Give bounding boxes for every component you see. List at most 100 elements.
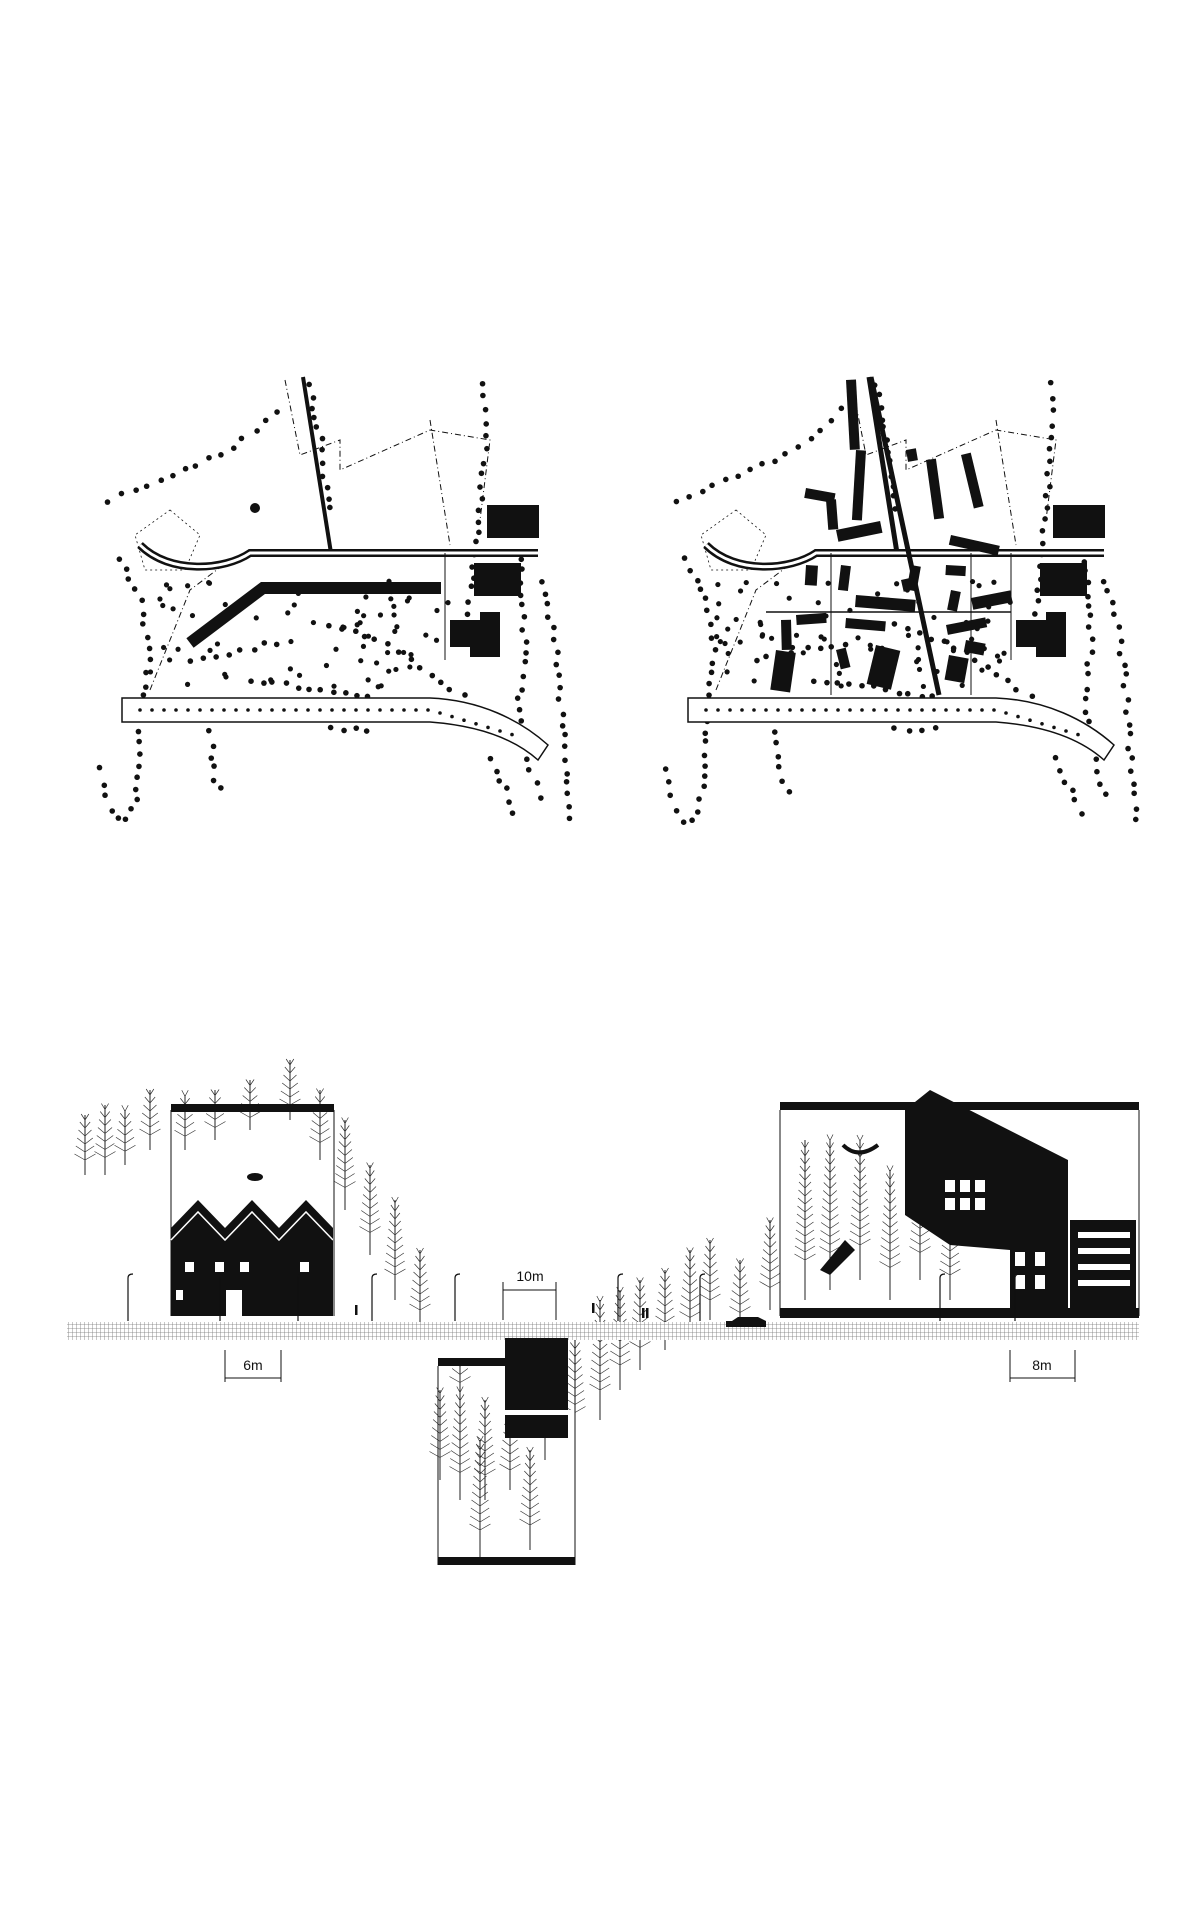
tree-dot	[904, 690, 911, 697]
median-tree	[222, 708, 226, 712]
tree-branch	[210, 1089, 220, 1096]
tree-dot	[327, 724, 334, 731]
site-section: 6m 10m 8m	[67, 1058, 1140, 1565]
tree-dot	[725, 626, 731, 632]
tree-branch	[117, 1128, 133, 1136]
tree-branch	[885, 1173, 895, 1180]
tree	[469, 1435, 491, 1560]
tree-dot	[689, 817, 695, 824]
tree-branch	[610, 1350, 630, 1358]
new-building	[770, 650, 796, 693]
tree-branch	[730, 1298, 750, 1305]
tree-dot	[1005, 677, 1011, 684]
person-figure	[355, 1305, 358, 1315]
median-tree	[788, 708, 792, 712]
tree-branch	[794, 1253, 816, 1261]
tree-dot	[686, 493, 692, 500]
tree-branch	[881, 1229, 899, 1236]
tree-dot	[991, 579, 997, 585]
new-building	[866, 645, 901, 690]
tree-dot	[846, 681, 852, 687]
tree-branch	[414, 1263, 426, 1271]
tree-dot	[143, 684, 149, 690]
tree-dot	[189, 612, 196, 619]
tree-dot	[214, 641, 221, 647]
tree-dot	[522, 658, 529, 665]
tree-dot	[1123, 671, 1130, 677]
tree-dot	[394, 624, 400, 630]
tree-dot	[514, 695, 521, 701]
tree-dot	[483, 432, 489, 439]
median-tree	[1004, 711, 1008, 715]
tree-branch	[683, 1271, 697, 1278]
tree-branch	[340, 1125, 350, 1132]
median-tree	[800, 708, 804, 712]
tree	[429, 1387, 451, 1480]
tree-branch	[174, 1129, 196, 1137]
tree-dot	[353, 628, 359, 635]
tree-dot	[143, 483, 150, 490]
new-building	[835, 520, 883, 542]
median-tree	[932, 708, 936, 712]
tree-dot	[703, 607, 710, 614]
tree-dot	[253, 615, 259, 621]
tree	[384, 1196, 406, 1300]
building	[487, 505, 539, 538]
tree-dot	[665, 779, 672, 785]
tree-dot	[392, 628, 398, 634]
street-lamp	[454, 1273, 461, 1321]
tree-dot	[773, 580, 780, 587]
left-housing-box	[170, 1104, 335, 1316]
tree-branch	[412, 1279, 428, 1287]
tree-dot	[423, 632, 429, 638]
tree-branch	[704, 1253, 716, 1261]
tree-dot	[551, 624, 557, 631]
road-north	[301, 376, 333, 554]
tree-branch	[366, 1162, 374, 1169]
tree-branch	[450, 1458, 470, 1465]
tree-dot	[1084, 686, 1091, 693]
tree-branch	[239, 1111, 261, 1118]
tree-branch	[681, 1287, 699, 1294]
tree-dot	[1034, 587, 1041, 594]
person-figure	[592, 1303, 595, 1313]
tree-branch	[310, 1128, 330, 1135]
tree-dot	[681, 555, 688, 561]
new-building	[826, 499, 839, 530]
tree-branch	[409, 1303, 431, 1311]
tree-dot	[985, 618, 991, 624]
car-icon	[726, 1317, 766, 1327]
tree-dot	[768, 635, 775, 641]
plaza-outline	[134, 509, 201, 571]
street-lamp	[127, 1273, 134, 1321]
tree-dot	[518, 556, 525, 563]
median-tree	[920, 708, 924, 712]
tree-branch	[882, 1213, 898, 1220]
tree-dot	[391, 612, 397, 618]
tree-dot	[1132, 816, 1139, 823]
tree-dot	[248, 678, 254, 684]
median-tree	[704, 708, 708, 712]
tree-dot	[1085, 579, 1092, 586]
tree	[759, 1217, 781, 1310]
tree-branch	[520, 1510, 540, 1518]
median-tree	[486, 725, 490, 730]
median-tree	[872, 708, 876, 712]
new-building	[948, 535, 1000, 556]
tree-dot	[475, 507, 482, 514]
tree-branch	[825, 1150, 835, 1157]
tree-branch	[336, 1157, 354, 1164]
tree-branch	[385, 1252, 405, 1260]
tree-dot	[354, 608, 361, 614]
tree-dot	[914, 659, 920, 665]
tree-dot	[140, 611, 147, 618]
tree-dot	[815, 600, 821, 606]
tree-dot	[1120, 682, 1127, 689]
tree-branch	[795, 1237, 815, 1245]
tree-dot	[291, 602, 297, 608]
tree-dot	[1089, 636, 1096, 642]
tree-dot	[445, 600, 451, 606]
new-building	[901, 577, 916, 592]
tree-dot	[311, 414, 317, 421]
tree-branch	[474, 1459, 486, 1467]
